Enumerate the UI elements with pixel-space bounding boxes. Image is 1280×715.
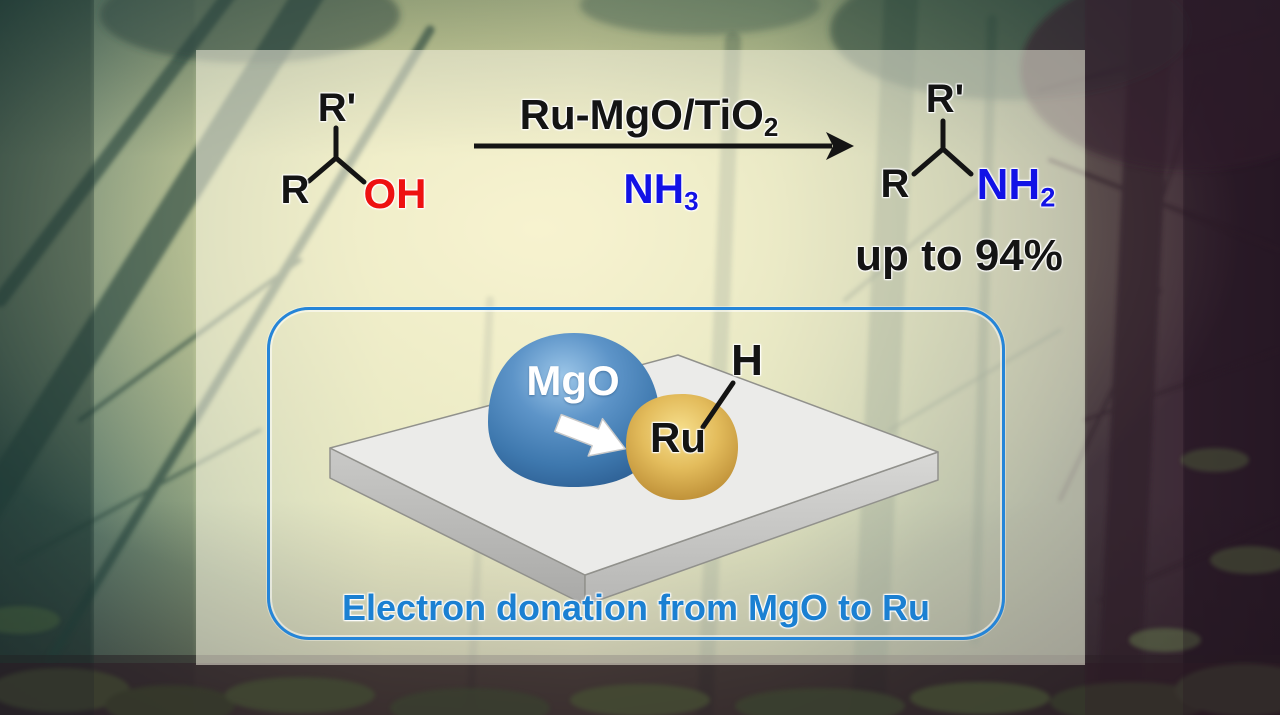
canopy-foliage — [100, 0, 1280, 170]
arrow-reagent-main: NH — [623, 164, 685, 212]
product-nh2-subscript: 2 — [1040, 181, 1056, 213]
arrow-catalyst-main: Ru-MgO/TiO — [519, 90, 764, 138]
mgo-particle-label: MgO — [526, 357, 620, 404]
catalyst-caption: Electron donation from MgO to Ru — [342, 587, 930, 628]
arrow-reagent-label: NH3 — [623, 164, 699, 217]
catalyst-panel — [267, 307, 1005, 640]
product-r-prime: R' — [925, 77, 965, 121]
arrow-catalyst-label: Ru-MgO/TiO2 — [519, 90, 779, 143]
product-r: R — [880, 162, 910, 206]
substrate-bonds — [306, 125, 367, 185]
ru-h-bond — [700, 380, 736, 430]
ru-particle-label: Ru — [650, 414, 706, 461]
reaction-arrow-icon — [474, 132, 854, 160]
substrate-r: R — [280, 168, 310, 212]
electron-donation-arrow-icon — [554, 413, 626, 457]
catalyst-illustration — [329, 333, 939, 606]
substrate-oh-group: OH — [363, 170, 427, 217]
product-nh2-group: NH2 — [977, 163, 1056, 211]
hydride-label: H — [731, 336, 763, 385]
arrow-catalyst-subscript: 2 — [763, 112, 779, 143]
product-nh2-main: NH — [976, 160, 1041, 210]
yield-text: up to 94% — [855, 231, 1063, 280]
product-bonds — [911, 118, 974, 177]
arrow-reagent-subscript: 3 — [684, 186, 699, 217]
substrate-r-prime: R' — [317, 86, 357, 130]
